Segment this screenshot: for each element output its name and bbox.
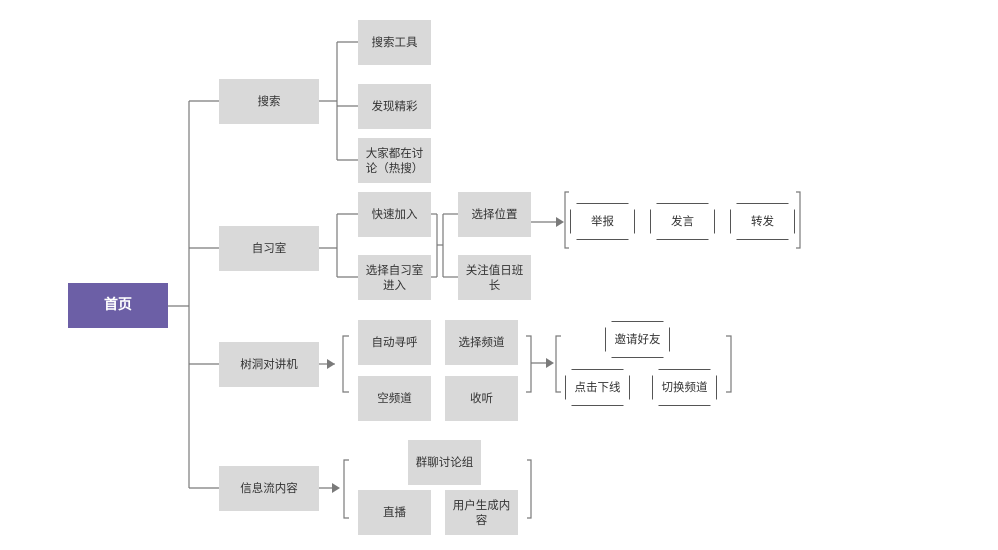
node-choose-room: 选择自习室进入 [358,255,431,300]
node-hot-topics: 大家都在讨论（热搜） [358,138,431,183]
node-live: 直播 [358,490,431,535]
node-choose-channel: 选择频道 [445,320,518,365]
action-go-offline: 点击下线 [565,369,630,406]
action-forward: 转发 [730,203,795,240]
branch-feed: 信息流内容 [219,466,319,511]
action-invite-friend: 邀请好友 [605,321,670,358]
node-empty-channel: 空频道 [358,376,431,421]
action-report: 举报 [570,203,635,240]
root-node: 首页 [68,283,168,328]
action-speak: 发言 [650,203,715,240]
node-search-tool: 搜索工具 [358,20,431,65]
node-discover: 发现精彩 [358,84,431,129]
node-quick-join: 快速加入 [358,192,431,237]
node-auto-page: 自动寻呼 [358,320,431,365]
node-listen: 收听 [445,376,518,421]
node-choose-seat: 选择位置 [458,192,531,237]
node-group-chat: 群聊讨论组 [408,440,481,485]
branch-search: 搜索 [219,79,319,124]
branch-study-room: 自习室 [219,226,319,271]
action-switch-channel: 切换频道 [652,369,717,406]
node-follow-monitor: 关注值日班长 [458,255,531,300]
node-ugc: 用户生成内容 [445,490,518,535]
branch-treehole: 树洞对讲机 [219,342,319,387]
